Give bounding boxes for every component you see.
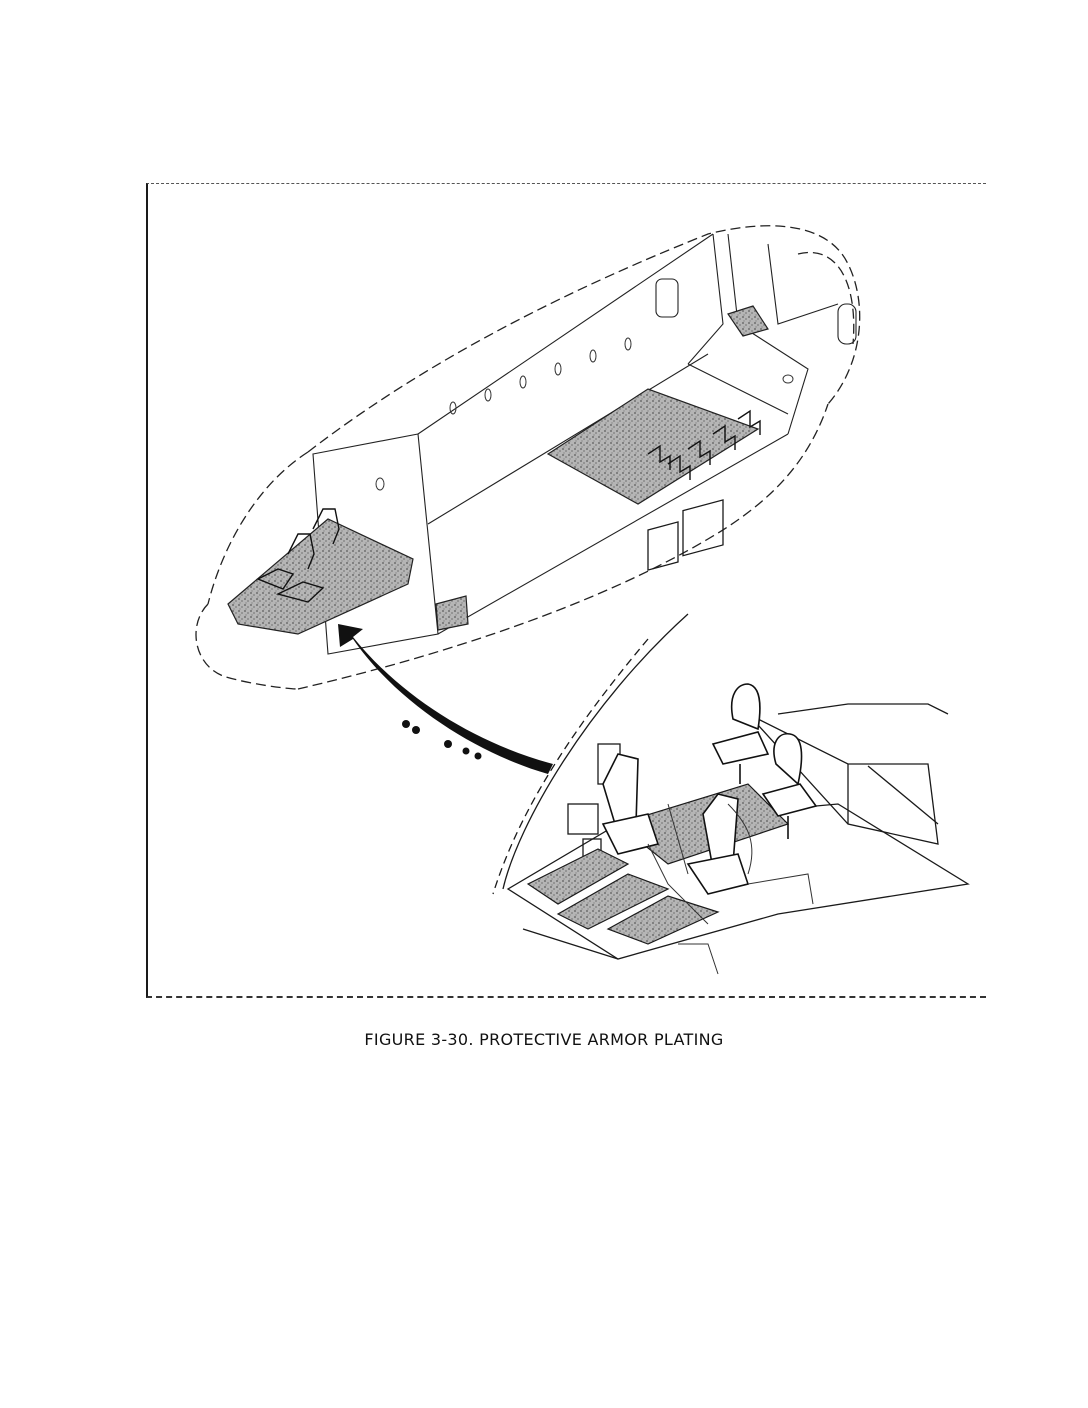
detail-arrow: [338, 624, 553, 774]
figure-frame: [146, 183, 986, 998]
porthole-windows: [375, 337, 794, 491]
cockpit-armor-panels: [526, 783, 790, 945]
figure-caption: FIGURE 3-30. PROTECTIVE ARMOR PLATING: [364, 1030, 724, 1049]
console-lines: [647, 803, 814, 975]
troop-seats: [256, 409, 761, 603]
cockpit-seats: [601, 683, 818, 895]
aircraft-cutaway-illustration-icon: [195, 225, 970, 975]
fuselage-outline: [195, 225, 861, 690]
armor-plates: [227, 305, 769, 635]
